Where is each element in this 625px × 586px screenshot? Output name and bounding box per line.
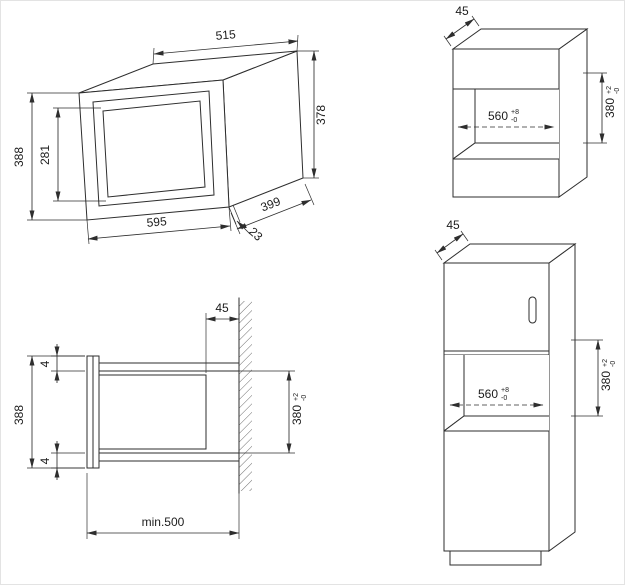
dim-section-rear-clearance-label: 45 — [215, 301, 229, 315]
oven-door — [92, 90, 215, 207]
dim-oven-door-height-label: 281 — [38, 145, 52, 165]
dim-oven-front-width: 595 — [86, 206, 232, 245]
tall-plinth — [449, 550, 542, 566]
dim-section-front-height: 388 — [12, 355, 85, 469]
dim-section-top-overlap-label: 4 — [38, 360, 52, 367]
dim-tall-niche-width-tol-plus: +8 — [501, 387, 509, 394]
dim-oven-top-width-label: 515 — [215, 27, 236, 43]
cabinet-niche-interior — [453, 89, 559, 159]
dim-wall-niche-width-tol-minus: -0 — [511, 117, 517, 124]
section-cabinet-boards — [98, 362, 240, 462]
dim-oven-body-depth-label: 399 — [259, 194, 283, 214]
wall-hatching — [239, 301, 252, 491]
dim-oven-body-height-label: 378 — [314, 105, 328, 125]
dim-wall-top-clearance: 45 — [443, 4, 480, 47]
dim-tall-top-clearance: 45 — [434, 218, 469, 261]
dim-tall-top-clearance-label: 45 — [446, 218, 460, 232]
dim-oven-front-height: 388 — [12, 92, 87, 221]
dim-section-niche-height-tol-plus: +2 — [293, 393, 300, 401]
dim-oven-frame-depth: 23 — [228, 204, 266, 244]
dim-oven-door-height: 281 — [38, 107, 106, 202]
view-side-section: 45 4 388 4 — [12, 297, 308, 539]
tall-niche-interior — [444, 355, 549, 431]
dim-wall-niche-width-label: 560 — [488, 109, 508, 123]
dim-wall-niche-height-tol-minus: -0 — [614, 88, 621, 94]
dim-wall-top-clearance-label: 45 — [455, 4, 469, 18]
dim-section-rear-clearance: 45 — [205, 301, 240, 373]
dim-wall-niche-height-label: 380 — [603, 98, 617, 118]
dim-tall-niche-width-tol-minus: -0 — [501, 395, 507, 402]
dim-wall-niche-width: 560 +8 -0 — [457, 109, 555, 130]
cabinet-right-face — [558, 28, 588, 198]
dim-wall-niche-height-tol-plus: +2 — [606, 86, 613, 94]
door-handle — [528, 296, 537, 324]
dim-oven-front-height-label: 388 — [12, 147, 26, 167]
dim-section-niche-height: 380 +2 -0 — [239, 370, 308, 454]
dim-tall-niche-height-tol-plus: +2 — [602, 359, 609, 367]
dim-wall-niche-width-tol-plus: +8 — [511, 109, 519, 116]
dim-tall-niche-width-label: 560 — [478, 387, 498, 401]
dim-tall-niche-height: 380 +2 -0 — [571, 339, 617, 417]
dim-tall-niche-width: 560 +8 -0 — [449, 387, 544, 408]
dim-section-niche-height-tol-minus: -0 — [301, 395, 308, 401]
dim-oven-front-width-label: 595 — [146, 214, 167, 230]
tall-niche-shelf — [444, 415, 549, 431]
dim-section-min-depth: min.500 — [86, 473, 240, 539]
dim-section-min-depth-label: min.500 — [142, 515, 185, 529]
dim-oven-frame-depth-label: 23 — [246, 224, 266, 244]
view-oven-3d: 515 388 281 378 595 — [12, 27, 328, 245]
tall-right-face — [548, 243, 576, 552]
section-oven-body — [98, 374, 207, 450]
dim-oven-body-height: 378 — [297, 50, 328, 179]
view-wall-cabinet-3d: 45 560 +8 -0 380 +2 -0 — [443, 4, 621, 198]
niche-shelf — [453, 142, 559, 159]
dim-section-top-overlap: 4 — [38, 344, 85, 383]
dim-oven-body-depth: 399 — [230, 183, 315, 235]
dim-section-bottom-overlap: 4 — [38, 441, 85, 480]
oven-door-glass — [102, 100, 206, 198]
dim-section-bottom-overlap-label: 4 — [38, 457, 52, 464]
dim-section-front-height-label: 388 — [12, 405, 26, 425]
dim-tall-niche-height-tol-minus: -0 — [610, 361, 617, 367]
dim-oven-top-width: 515 — [152, 27, 299, 65]
dim-wall-niche-height: 380 +2 -0 — [583, 72, 621, 144]
oven-body — [78, 50, 304, 208]
view-tall-cabinet-3d: 45 560 +8 -0 380 +2 -0 — [434, 218, 617, 566]
dim-tall-niche-height-label: 380 — [599, 371, 613, 391]
dim-section-niche-height-label: 380 — [290, 405, 304, 425]
